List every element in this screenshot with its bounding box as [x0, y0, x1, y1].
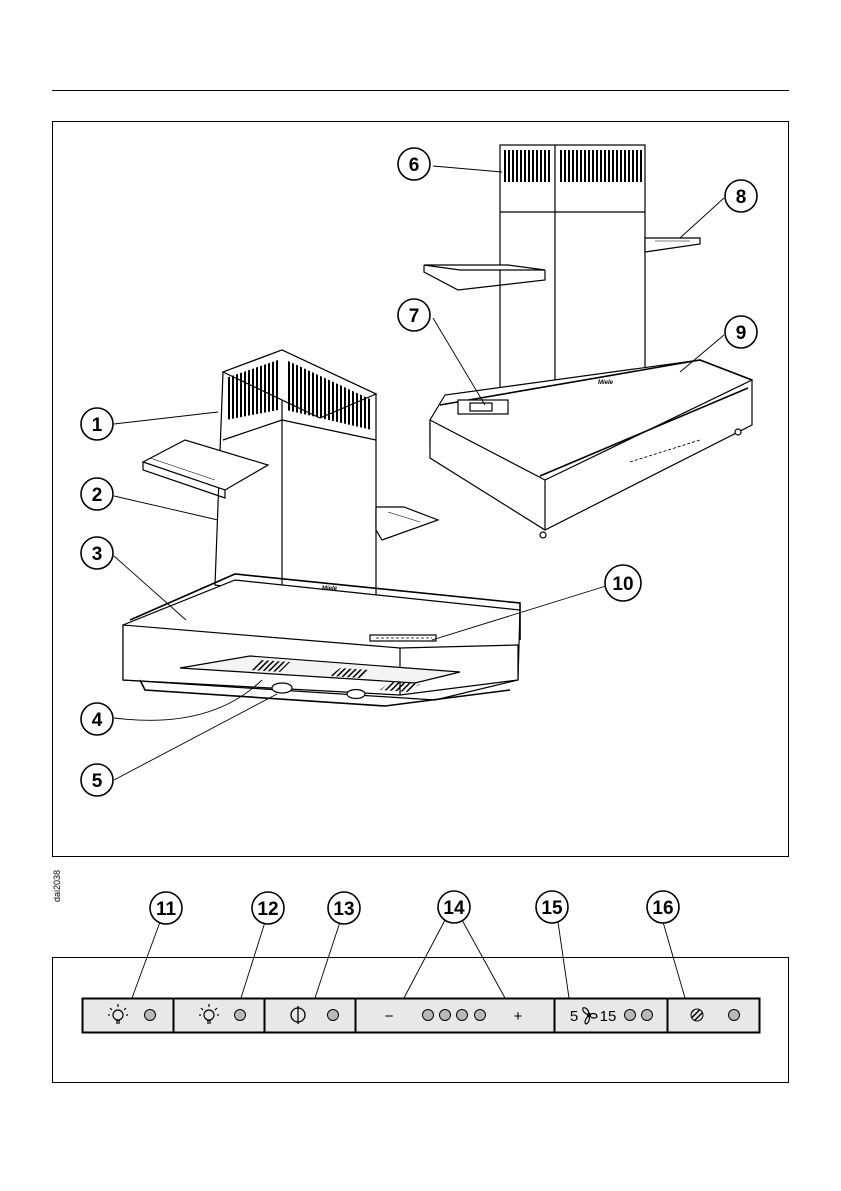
front-brand-logo: Miele	[322, 586, 338, 592]
run-on-button[interactable]: 5 15	[555, 999, 667, 1032]
on-off-button[interactable]	[265, 999, 355, 1032]
svg-text:13: 13	[333, 899, 354, 920]
front-shelf-right	[376, 507, 438, 540]
indicator-light	[457, 1010, 468, 1021]
callout-2: 2	[81, 478, 113, 510]
callout-16: 16	[647, 891, 679, 923]
svg-text:14: 14	[443, 898, 465, 919]
svg-text:12: 12	[257, 899, 278, 920]
indicator-light	[625, 1010, 636, 1021]
back-vents-left	[502, 150, 552, 182]
run-on-min-label: 5	[570, 1008, 578, 1025]
indicator-light	[328, 1010, 339, 1021]
back-hood	[424, 145, 752, 538]
fan-power-button[interactable]: − +	[356, 999, 554, 1032]
plus-label[interactable]: +	[514, 1008, 523, 1025]
indicator-light	[145, 1010, 156, 1021]
callout-4: 4	[81, 703, 113, 735]
grease-filter-icon	[691, 1009, 703, 1021]
indicator-light	[235, 1010, 246, 1021]
back-vents-right	[558, 150, 642, 182]
indicator-light	[475, 1010, 486, 1021]
callout-6: 6	[398, 148, 430, 180]
svg-text:10: 10	[612, 574, 633, 595]
callout-12: 12	[252, 892, 284, 924]
svg-text:8: 8	[736, 187, 747, 208]
indicator-light	[440, 1010, 451, 1021]
callout-11: 11	[150, 892, 182, 924]
front-light-1	[272, 683, 292, 693]
filter-button[interactable]	[668, 999, 759, 1032]
callout-15: 15	[536, 891, 568, 923]
minus-label[interactable]: −	[385, 1008, 394, 1025]
callout-3: 3	[81, 537, 113, 569]
svg-text:9: 9	[736, 323, 747, 344]
svg-text:4: 4	[92, 710, 103, 731]
svg-text:5: 5	[92, 771, 103, 792]
light-button-2[interactable]	[174, 999, 264, 1032]
panel-leader-lines	[132, 920, 685, 998]
svg-text:6: 6	[409, 155, 420, 176]
svg-text:16: 16	[652, 898, 673, 919]
front-light-2	[347, 690, 365, 699]
svg-text:2: 2	[92, 485, 103, 506]
svg-text:7: 7	[409, 306, 420, 327]
callout-7: 7	[398, 299, 430, 331]
callout-1: 1	[81, 408, 113, 440]
svg-text:3: 3	[92, 544, 103, 565]
svg-text:1: 1	[92, 415, 103, 436]
back-shelf-right	[645, 238, 700, 252]
indicator-light	[642, 1010, 653, 1021]
callout-5: 5	[81, 764, 113, 796]
callout-13: 13	[328, 892, 360, 924]
run-on-max-label: 15	[600, 1008, 617, 1025]
indicator-light	[729, 1010, 740, 1021]
callout-10: 10	[605, 565, 641, 601]
light-button-1[interactable]	[83, 999, 173, 1032]
callout-9: 9	[725, 316, 757, 348]
indicator-light	[423, 1010, 434, 1021]
callout-14: 14	[438, 891, 470, 923]
callout-8: 8	[725, 180, 757, 212]
svg-text:11: 11	[156, 899, 177, 920]
back-brand-logo: Miele	[598, 380, 614, 386]
svg-text:15: 15	[541, 898, 563, 919]
